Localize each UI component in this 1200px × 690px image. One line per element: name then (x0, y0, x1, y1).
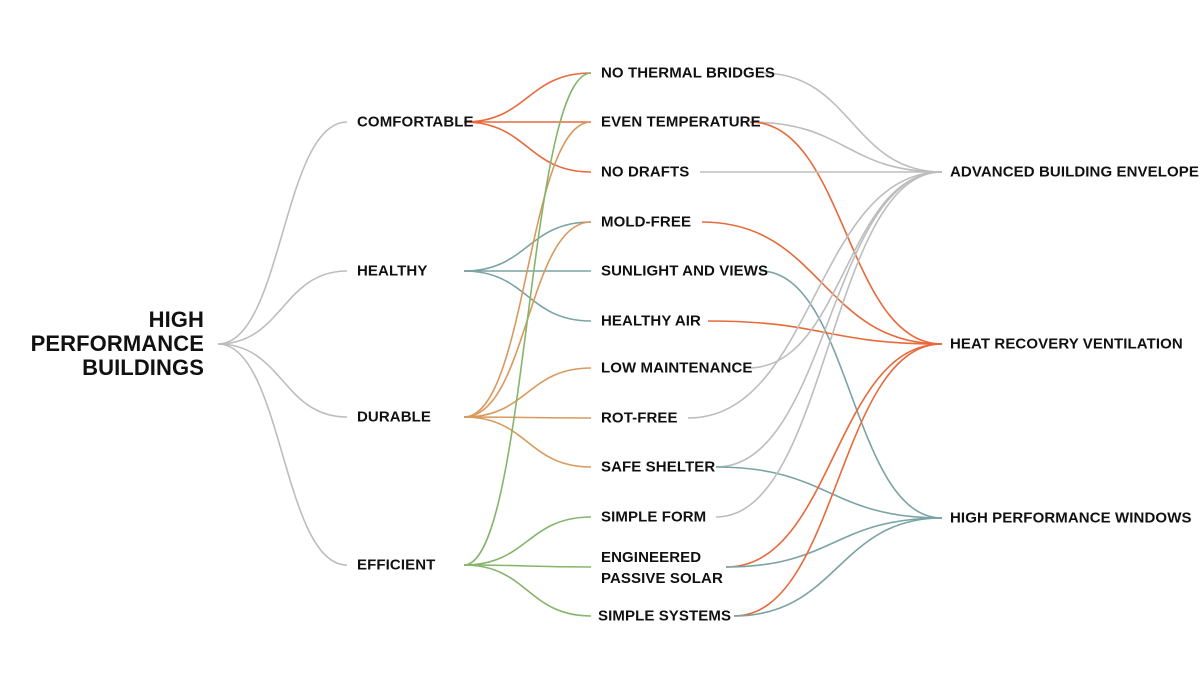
feature-to-solution-line (733, 343, 943, 617)
feature-line: ENGINEERED (601, 549, 702, 566)
feature-to-solution-line (715, 171, 943, 518)
quality-to-feature-line (463, 121, 592, 173)
quality-durable: DURABLE (357, 408, 432, 426)
solution-advanced-building-envelope: ADVANCED BUILDING ENVELOPE (950, 163, 1200, 181)
feature-to-solution-line (747, 171, 943, 369)
feature-to-solution-line (761, 72, 943, 173)
feature-simple-systems: SIMPLE SYSTEMS (598, 607, 732, 625)
root-to-quality-line (217, 121, 348, 345)
feature-to-solution-line (759, 270, 943, 519)
feature-no-drafts: NO DRAFTS (601, 163, 690, 181)
root-title: HIGH PERFORMANCE BUILDINGS (31, 308, 204, 380)
feature-to-solution-line (725, 343, 943, 568)
quality-to-feature-line (463, 72, 592, 123)
quality-to-feature-line (463, 416, 592, 468)
feature-sunlight-and-views: SUNLIGHT AND VIEWS (601, 262, 769, 280)
feature-simple-form: SIMPLE FORM (601, 508, 707, 526)
feature-mold-free: MOLD-FREE (601, 213, 692, 231)
quality-healthy: HEALTHY (357, 262, 428, 280)
quality-to-feature-line (463, 367, 592, 418)
root-to-quality-line (217, 343, 348, 418)
root-title-line: PERFORMANCE (30, 331, 204, 356)
quality-to-feature-line (463, 564, 592, 617)
root-title-line: BUILDINGS (82, 355, 204, 380)
solution-high-performance-windows: HIGH PERFORMANCE WINDOWS (950, 509, 1192, 527)
feature-even-temperature: EVEN TEMPERATURE (601, 113, 761, 131)
feature-to-solution-line (733, 517, 943, 617)
feature-no-thermal-bridges: NO THERMAL BRIDGES (601, 64, 776, 82)
quality-to-feature-line (463, 72, 592, 566)
quality-to-feature-line (463, 221, 592, 272)
feature-to-solution-line (749, 121, 943, 173)
feature-healthy-air: HEALTHY AIR (601, 312, 701, 330)
solution-heat-recovery-ventilation: HEAT RECOVERY VENTILATION (950, 335, 1183, 353)
quality-to-feature-line (463, 564, 592, 568)
feature-low-maintenance: LOW MAINTENANCE (601, 359, 753, 377)
feature-to-solution-line (725, 517, 943, 568)
quality-to-feature-line (463, 416, 592, 419)
root-to-quality-line (217, 270, 348, 345)
feature-to-solution-line (707, 320, 943, 345)
feature-rot-free: ROT-FREE (601, 409, 678, 427)
quality-efficient: EFFICIENT (357, 556, 436, 574)
root-to-quality-line (217, 343, 348, 566)
feature-safe-shelter: SAFE SHELTER (601, 458, 716, 476)
feature-to-solution-line (715, 171, 943, 468)
feature-to-solution-line (687, 171, 943, 419)
root-title-line: HIGH (148, 307, 204, 332)
feature-to-solution-line (715, 466, 943, 519)
feature-engineered-passive-solar: ENGINEERED PASSIVE SOLAR (601, 547, 723, 589)
feature-line: PASSIVE SOLAR (601, 570, 723, 587)
quality-to-feature-line (463, 516, 592, 566)
quality-comfortable: COMFORTABLE (357, 113, 474, 131)
quality-to-feature-line (463, 270, 592, 322)
feature-to-solution-line (749, 121, 943, 345)
quality-to-feature-line (463, 121, 592, 418)
